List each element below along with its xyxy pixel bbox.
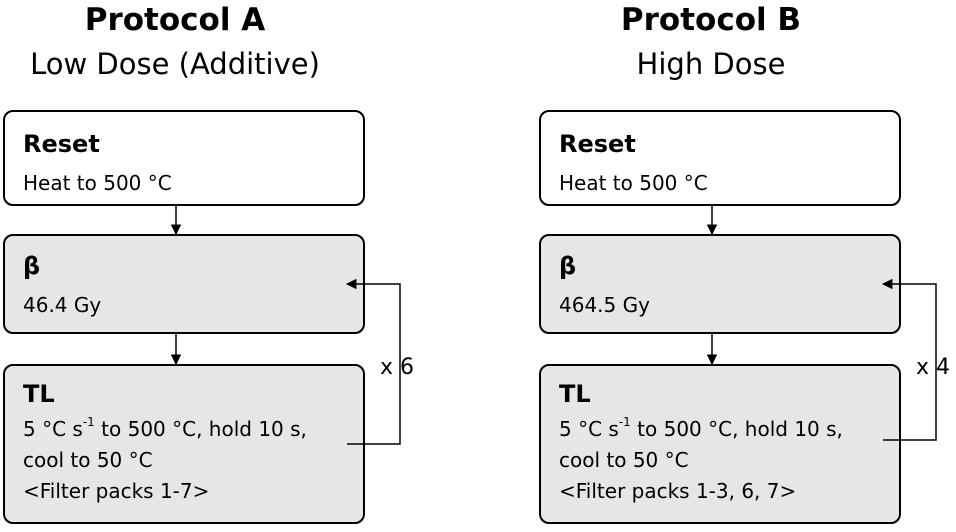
protocol-b-reset-step: Reset Heat to 500 °C <box>539 110 901 206</box>
protocol-a-tl-rate-exponent: -1 <box>82 415 95 430</box>
protocol-a-tl-cool: cool to 50 °C <box>23 448 153 472</box>
protocol-a-beta-step: β 46.4 Gy <box>3 234 365 334</box>
protocol-b-beta-dose: 464.5 Gy <box>559 293 650 317</box>
protocol-a-tl-step: TL 5 °C s-1 to 500 °C, hold 10 s, cool t… <box>3 364 365 524</box>
protocol-b-tl-rate-pre: 5 °C s <box>559 417 619 441</box>
protocol-b-panel: Protocol B High Dose Reset Heat to 500 °… <box>536 0 956 532</box>
protocol-a-tl-heading: TL <box>23 380 55 408</box>
protocol-b-reset-text: Heat to 500 °C <box>559 171 708 195</box>
protocol-a-tl-filters: <Filter packs 1-7> <box>23 479 210 503</box>
protocol-a-beta-dose: 46.4 Gy <box>23 293 102 317</box>
protocol-a-subtitle: Low Dose (Additive) <box>30 47 320 81</box>
protocol-a-reset-heading: Reset <box>23 130 100 158</box>
protocol-b-beta-heading: β <box>559 252 577 280</box>
protocol-a-reset-text: Heat to 500 °C <box>23 171 172 195</box>
protocol-b-tl-rate-post: to 500 °C, hold 10 s, <box>630 417 843 441</box>
protocol-a-title: Protocol A <box>84 2 266 38</box>
protocol-b-tl-step: TL 5 °C s-1 to 500 °C, hold 10 s, cool t… <box>539 364 901 524</box>
protocol-a-repeat-count: x 6 <box>380 355 415 380</box>
protocol-b-reset-heading: Reset <box>559 130 636 158</box>
protocol-b-tl-heading: TL <box>559 380 591 408</box>
protocol-b-repeat-count: x 4 <box>916 355 951 380</box>
protocol-b-title: Protocol B <box>620 2 802 38</box>
protocol-a-tl-rate-post: to 500 °C, hold 10 s, <box>94 417 307 441</box>
protocol-a-tl-heating-rate: 5 °C s-1 to 500 °C, hold 10 s, <box>23 414 363 445</box>
protocol-b-tl-rate-exponent: -1 <box>618 415 631 430</box>
protocol-a-tl-rate-pre: 5 °C s <box>23 417 83 441</box>
protocol-b-tl-cool: cool to 50 °C <box>559 448 689 472</box>
protocol-b-tl-heating-rate: 5 °C s-1 to 500 °C, hold 10 s, <box>559 414 899 445</box>
protocol-b-subtitle: High Dose <box>636 47 786 81</box>
protocol-a-beta-heading: β <box>23 252 41 280</box>
protocol-b-tl-filters: <Filter packs 1-3, 6, 7> <box>559 479 797 503</box>
protocol-a-panel: Protocol A Low Dose (Additive) Reset Hea… <box>3 2 415 524</box>
protocol-a-reset-step: Reset Heat to 500 °C <box>3 110 365 206</box>
protocol-b-beta-step: β 464.5 Gy <box>539 234 901 334</box>
